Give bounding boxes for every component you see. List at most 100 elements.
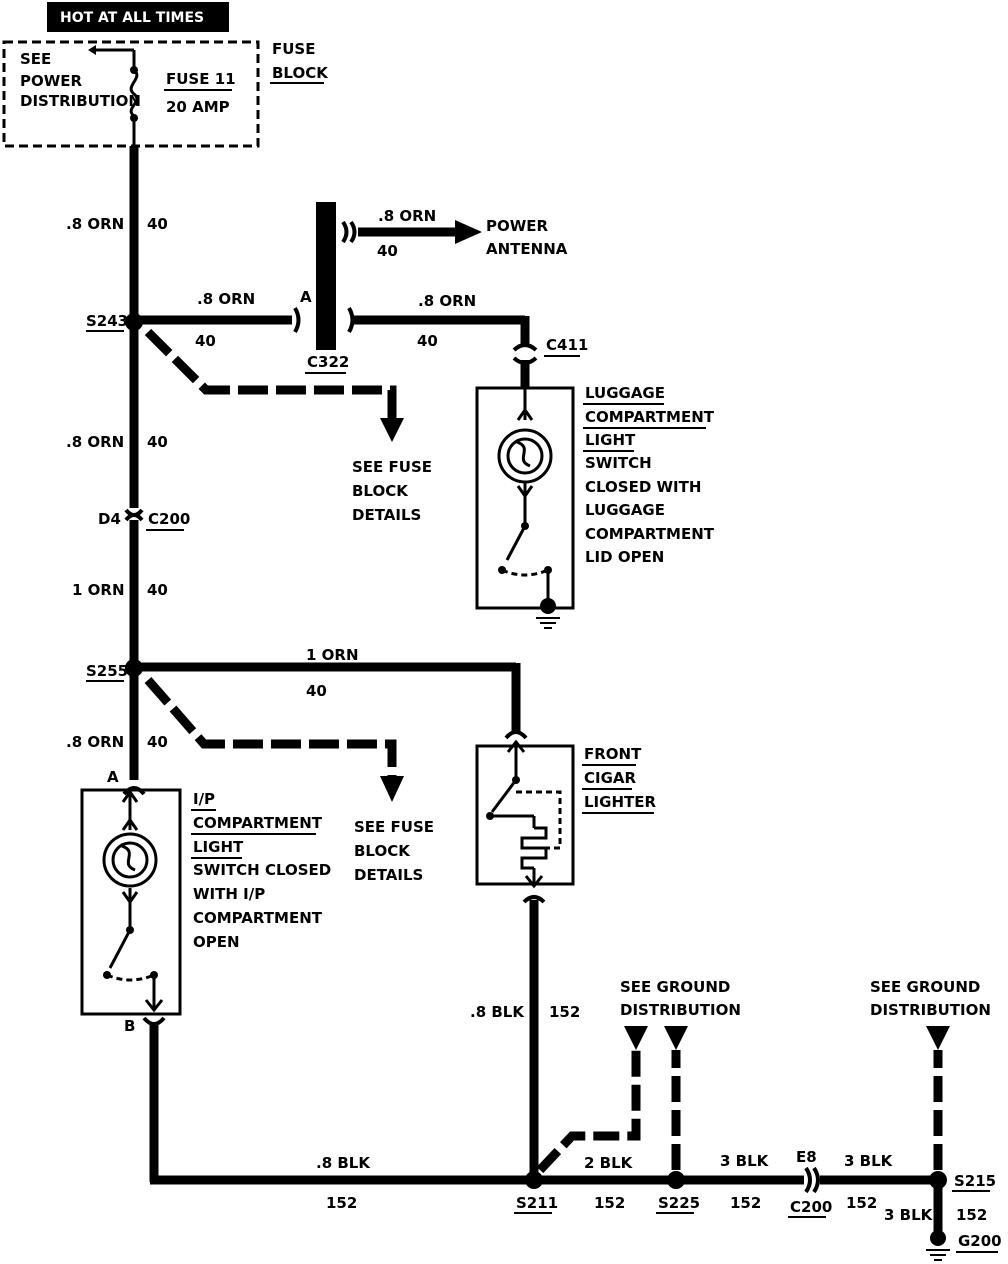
luggage-title-2: COMPARTMENT: [585, 408, 715, 426]
ground-arrow-icon: [624, 1026, 648, 1050]
see-ground-2-line-2: DISTRIBUTION: [870, 1001, 991, 1019]
wire-label-size: 1 ORN: [72, 581, 125, 599]
fuse-icon: [129, 68, 139, 118]
see-ground-1-line-1: SEE GROUND: [620, 978, 730, 996]
connector-c322: [316, 202, 336, 350]
wire-label-size: .8 BLK: [470, 1003, 525, 1021]
cigar-title-2: CIGAR: [584, 769, 637, 787]
heater-element-icon: [520, 826, 548, 870]
ip-compartment-light: [80, 788, 182, 1016]
wire-label-size: .8 ORN: [418, 292, 476, 310]
connector-label-c200-bottom: C200: [790, 1198, 832, 1216]
see-fuse-details-2-line-3: DETAILS: [354, 866, 423, 884]
main-feed-wire: [124, 146, 144, 780]
wire-label-circuit: 152: [549, 1003, 580, 1021]
ground-arrow-icon: [926, 1026, 950, 1050]
fuse-rating: 20 AMP: [166, 98, 230, 116]
connector-label-c322: C322: [307, 353, 349, 371]
ip-pin-a-label: A: [107, 768, 119, 786]
c200-top-pin-label: D4: [98, 510, 121, 528]
ip-desc-3: COMPARTMENT: [193, 909, 323, 927]
ip-title-2: COMPARTMENT: [193, 814, 323, 832]
wire-label-circuit: 40: [147, 733, 168, 751]
wire-label-circuit: 40: [147, 215, 168, 233]
wire-label-circuit: 40: [195, 332, 216, 350]
luggage-desc-2: CLOSED WITH: [585, 478, 701, 496]
ip-title-3: LIGHT: [193, 838, 244, 856]
ip-pin-b-label: B: [124, 1017, 135, 1035]
power-arrow-icon: [88, 45, 96, 55]
see-fuse-details-2-line-2: BLOCK: [354, 842, 411, 860]
luggage-compartment-light: [475, 386, 575, 629]
wire-label-size: .8 ORN: [66, 733, 124, 751]
wire-label-circuit: 40: [377, 242, 398, 260]
ip-title-1: I/P: [193, 790, 215, 808]
hot-at-all-times-banner: HOT AT ALL TIMES: [47, 2, 229, 32]
wire-label-size: .8 ORN: [66, 433, 124, 451]
splice-label-s243: S243: [86, 312, 128, 330]
wire-label-size: 1 ORN: [306, 646, 359, 664]
ip-desc-4: OPEN: [193, 933, 240, 951]
luggage-desc-1: SWITCH: [585, 454, 652, 472]
wire-label-circuit: 152: [594, 1194, 625, 1212]
wire-label-size: .8 ORN: [197, 290, 255, 308]
wire-label-size: .8 ORN: [66, 215, 124, 233]
c200-bottom-pin-label: E8: [796, 1148, 817, 1166]
fuse-block-title-1: FUSE: [272, 40, 315, 58]
ip-desc-2: WITH I/P: [193, 885, 265, 903]
splice-label-s211: S211: [516, 1194, 558, 1212]
switch-icon: [490, 779, 518, 813]
luggage-title-3: LIGHT: [585, 431, 636, 449]
wire-label-size: .8 BLK: [316, 1154, 371, 1172]
front-cigar-lighter: [475, 739, 575, 889]
connector-label-c411: C411: [546, 336, 588, 354]
ground-g200: [930, 1230, 946, 1246]
see-ground-2-line-1: SEE GROUND: [870, 978, 980, 996]
power-antenna-arrow-icon: [455, 220, 482, 244]
cigar-title-1: FRONT: [584, 745, 642, 763]
see-power-line-3: DISTRIBUTION: [20, 92, 141, 110]
wire-label-circuit: 152: [730, 1194, 761, 1212]
cigar-title-3: LIGHTER: [584, 793, 656, 811]
splice-label-s215: S215: [954, 1172, 996, 1190]
ip-desc-1: SWITCH CLOSED: [193, 861, 331, 879]
wire-label-circuit: 40: [147, 581, 168, 599]
wire-label-circuit: 40: [306, 682, 327, 700]
power-antenna-line-1: POWER: [486, 217, 549, 235]
connector-label-c200-top: C200: [148, 510, 190, 528]
see-fuse-details-1-line-1: SEE FUSE: [352, 458, 432, 476]
splice-label-g200: G200: [958, 1232, 1002, 1250]
see-fuse-arrow-icon: [380, 776, 404, 802]
luggage-desc-4: COMPARTMENT: [585, 525, 715, 543]
wire-label-circuit: 152: [846, 1194, 877, 1212]
fuse-block: FUSE BLOCK SEE POWER DISTRIBUTION FUSE 1…: [2, 40, 329, 148]
switch-icon: [505, 525, 527, 561]
luggage-title-1: LUGGAGE: [585, 384, 665, 402]
fuse-name: FUSE 11: [166, 70, 236, 88]
wire-label-size: .8 ORN: [378, 207, 436, 225]
wire-label-size: 3 BLK: [884, 1206, 934, 1224]
splice-label-s225: S225: [658, 1194, 700, 1212]
see-fuse-details-2-line-1: SEE FUSE: [354, 818, 434, 836]
see-power-line-1: SEE: [20, 50, 51, 68]
luggage-desc-3: LUGGAGE: [585, 501, 665, 519]
wire-label-circuit: 40: [147, 433, 168, 451]
wire-label-size: 3 BLK: [720, 1152, 770, 1170]
see-fuse-arrow-icon: [380, 418, 404, 442]
c322-pin-label: A: [300, 288, 312, 306]
wire-label-circuit: 152: [956, 1206, 987, 1224]
see-power-line-2: POWER: [20, 72, 83, 90]
luggage-desc-5: LID OPEN: [585, 548, 664, 566]
wire-label-size: 3 BLK: [844, 1152, 894, 1170]
switch-icon: [108, 929, 132, 969]
splice-label-s255: S255: [86, 662, 128, 680]
banner-label: HOT AT ALL TIMES: [60, 10, 204, 26]
bulb-icon: [102, 832, 158, 888]
ground-arrow-icon: [664, 1026, 688, 1050]
wire-label-circuit: 40: [417, 332, 438, 350]
wire-label-circuit: 152: [326, 1194, 357, 1212]
see-fuse-details-1-line-3: DETAILS: [352, 506, 421, 524]
see-fuse-details-1-line-2: BLOCK: [352, 482, 409, 500]
wire-label-size: 2 BLK: [584, 1154, 634, 1172]
